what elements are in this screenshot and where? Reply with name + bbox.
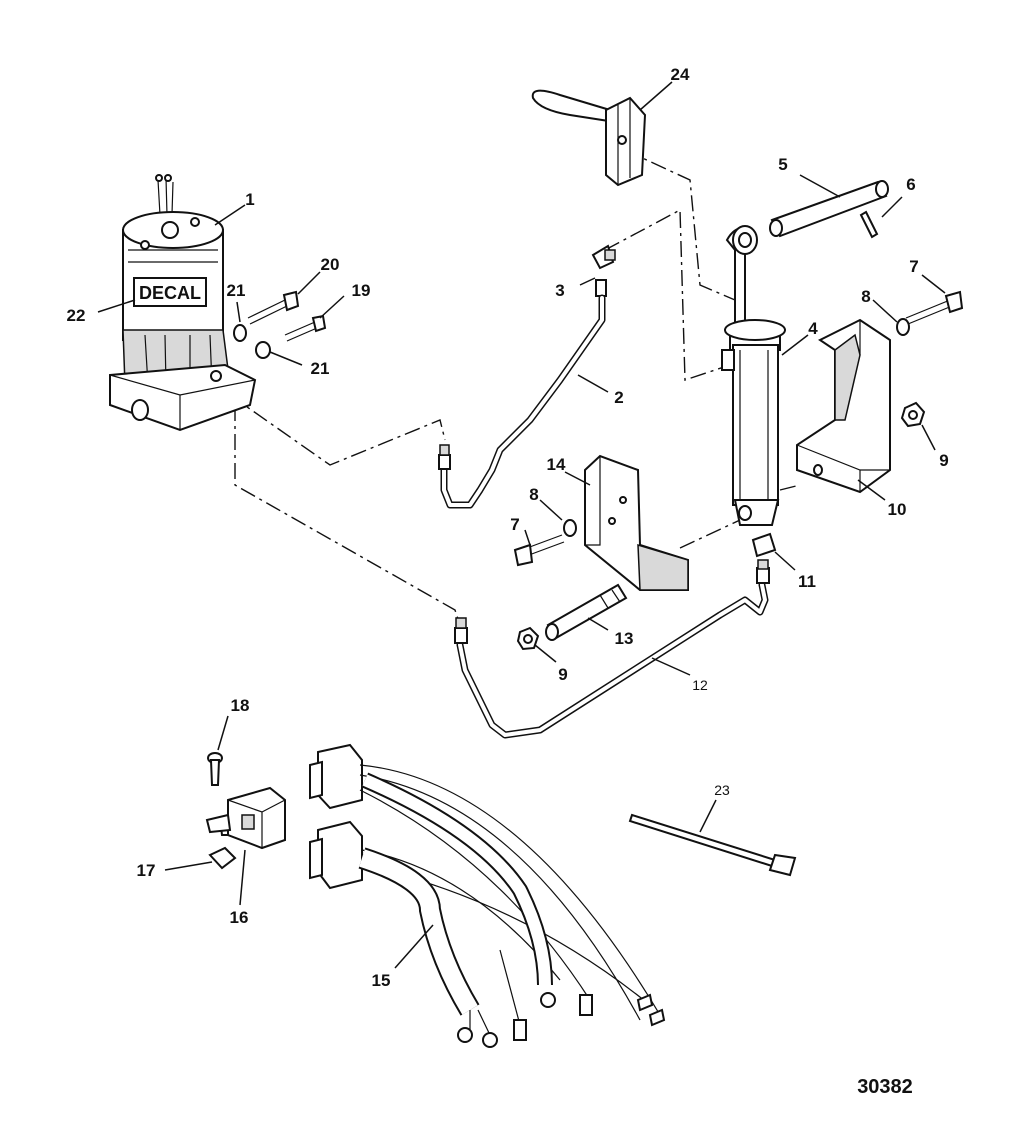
- cable-tie: [628, 813, 797, 877]
- callout-8-right: 8: [861, 287, 870, 306]
- callout-10: 10: [888, 500, 907, 519]
- callout-5: 5: [778, 155, 787, 174]
- relay: [205, 786, 286, 850]
- callout-15: 15: [372, 971, 391, 990]
- bolt-right: [896, 290, 964, 336]
- callout-21-upper: 21: [227, 281, 246, 300]
- callout-20: 20: [321, 255, 340, 274]
- nut-lower: [516, 626, 540, 651]
- figure-number: 30382: [857, 1076, 913, 1098]
- callout-16: 16: [230, 908, 249, 927]
- callout-3: 3: [555, 281, 564, 300]
- callout-8-left: 8: [529, 485, 538, 504]
- bolt-left: [513, 519, 577, 567]
- hydraulic-tube-upper: [438, 294, 606, 509]
- elbow-fitting: [591, 244, 616, 297]
- callout-13: 13: [615, 629, 634, 648]
- callout-7-left: 7: [510, 515, 519, 534]
- nut-cylinder: [751, 532, 777, 558]
- callout-7-right: 7: [909, 257, 918, 276]
- release-tool: [531, 89, 647, 187]
- pivot-pin-lower: [545, 583, 628, 641]
- callout-11: 11: [798, 572, 816, 591]
- callout-9-lower: 9: [558, 665, 567, 684]
- callout-24: 24: [671, 65, 690, 84]
- trim-cylinder: [721, 225, 786, 526]
- callout-21-lower: 21: [311, 359, 330, 378]
- nut-right: [900, 401, 926, 428]
- decal-label: DECAL: [133, 277, 207, 307]
- leader-lines: [97, 81, 946, 969]
- screws-and-washers: [233, 290, 327, 359]
- callout-2: 2: [614, 388, 623, 407]
- callout-4: 4: [808, 319, 818, 338]
- hydraulic-tube-lower: [454, 559, 770, 739]
- callout-9-right: 9: [939, 451, 948, 470]
- pivot-pin: [769, 180, 889, 239]
- callout-23: 23: [714, 782, 730, 798]
- callout-18: 18: [231, 696, 250, 715]
- mounting-bracket-right: [796, 318, 891, 494]
- wiring-harness: [309, 743, 666, 1048]
- callout-14: 14: [547, 455, 566, 474]
- callout-17: 17: [137, 861, 156, 880]
- relay-clip: [208, 846, 237, 870]
- mounting-bracket-left: [584, 454, 689, 591]
- callout-6: 6: [906, 175, 915, 194]
- callout-12: 12: [692, 677, 708, 693]
- callout-22: 22: [67, 306, 86, 325]
- callout-numbers: 1 2 3 4 5 6 7 7 8 8 9 9 10 11 12 13 14 1…: [67, 65, 949, 990]
- callout-1: 1: [245, 190, 254, 209]
- relay-screw: [207, 752, 223, 786]
- decal-text: DECAL: [139, 283, 201, 303]
- callout-19: 19: [352, 281, 371, 300]
